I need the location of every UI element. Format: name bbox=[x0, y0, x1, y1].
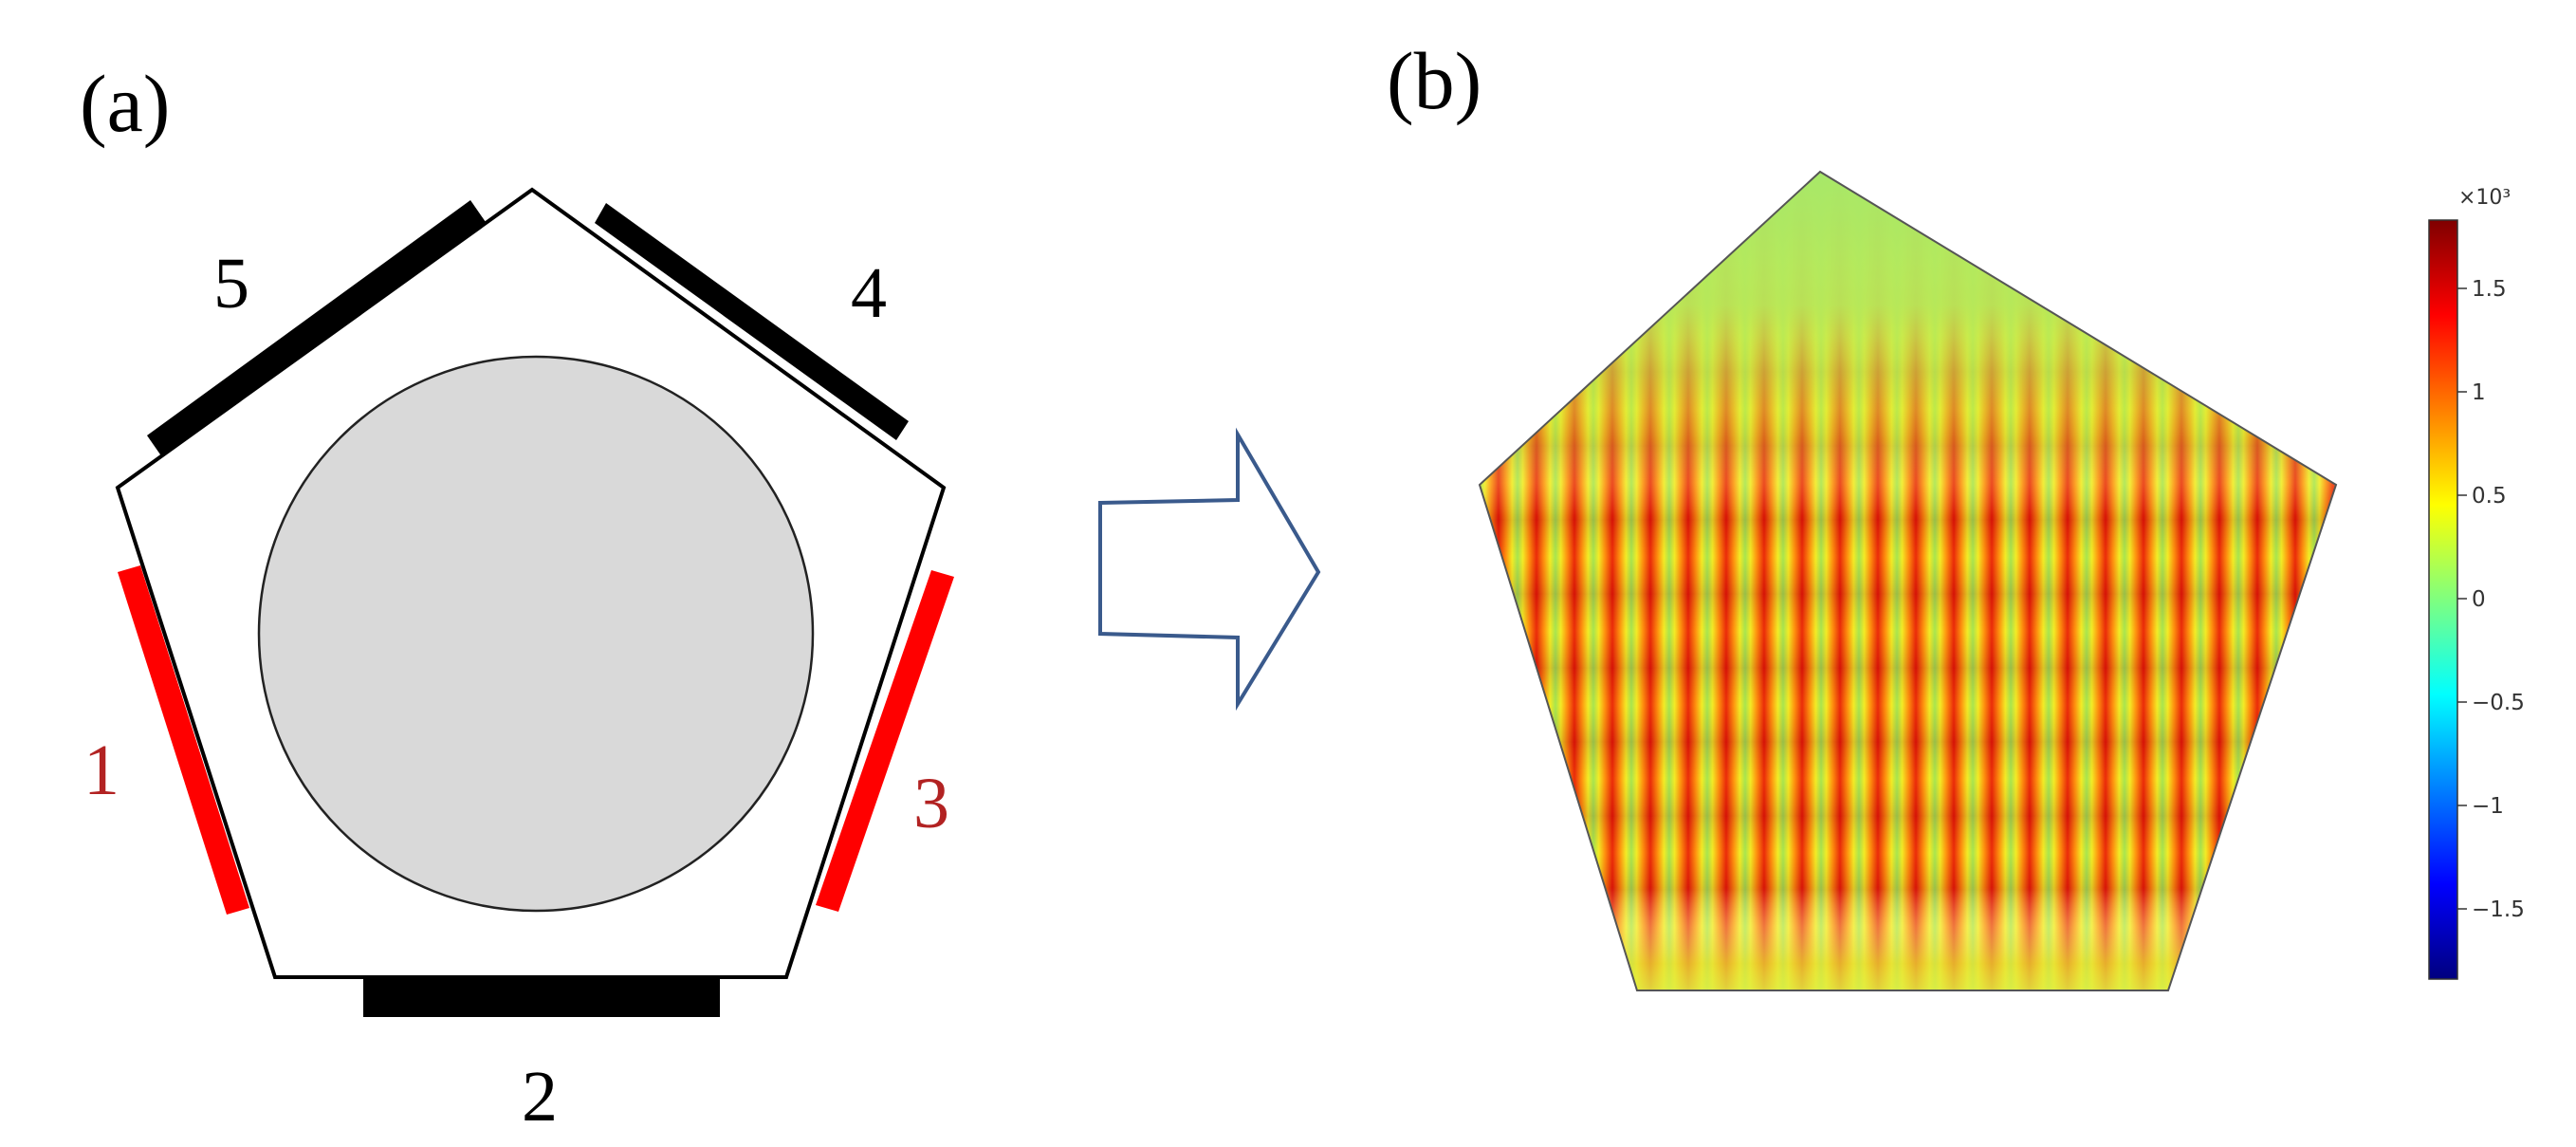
colorbar-exponent: ×10³ bbox=[2458, 186, 2511, 210]
colorbar: ×10³ 1.5 1 0.5 0 −0.5 −1 −1.5 bbox=[2428, 186, 2525, 980]
colorbar-tick: −0.5 bbox=[2472, 691, 2525, 715]
colorbar-tick: 0 bbox=[2472, 587, 2486, 612]
panel-a-diagram: 5 4 1 3 2 bbox=[83, 187, 954, 1137]
panel-b-label: (b) bbox=[1387, 35, 1481, 126]
transducer-3 bbox=[816, 570, 954, 912]
transducer-3-label: 3 bbox=[913, 764, 949, 843]
colorbar-tick: −1 bbox=[2472, 794, 2504, 819]
transducer-5-label: 5 bbox=[213, 244, 249, 324]
colorbar-tick: −1.5 bbox=[2472, 897, 2525, 922]
panel-a-label: (a) bbox=[80, 58, 170, 149]
colorbar-tick: 1.5 bbox=[2472, 277, 2507, 302]
sample-circle bbox=[257, 355, 815, 913]
transducer-2-label: 2 bbox=[522, 1057, 558, 1137]
colorbar-ramp bbox=[2428, 219, 2458, 980]
field-pentagon-outline bbox=[1478, 170, 2338, 991]
transducer-2 bbox=[363, 977, 720, 1017]
transducer-5 bbox=[147, 200, 486, 457]
transducer-1-label: 1 bbox=[83, 731, 120, 810]
colorbar-tick: 1 bbox=[2472, 380, 2486, 405]
right-arrow bbox=[1098, 427, 1321, 712]
colorbar-tick: 0.5 bbox=[2472, 484, 2507, 509]
transducer-4-label: 4 bbox=[851, 253, 887, 333]
transducer-4 bbox=[595, 203, 909, 440]
pressure-field-map bbox=[1480, 172, 2336, 990]
transducer-1 bbox=[118, 565, 249, 915]
